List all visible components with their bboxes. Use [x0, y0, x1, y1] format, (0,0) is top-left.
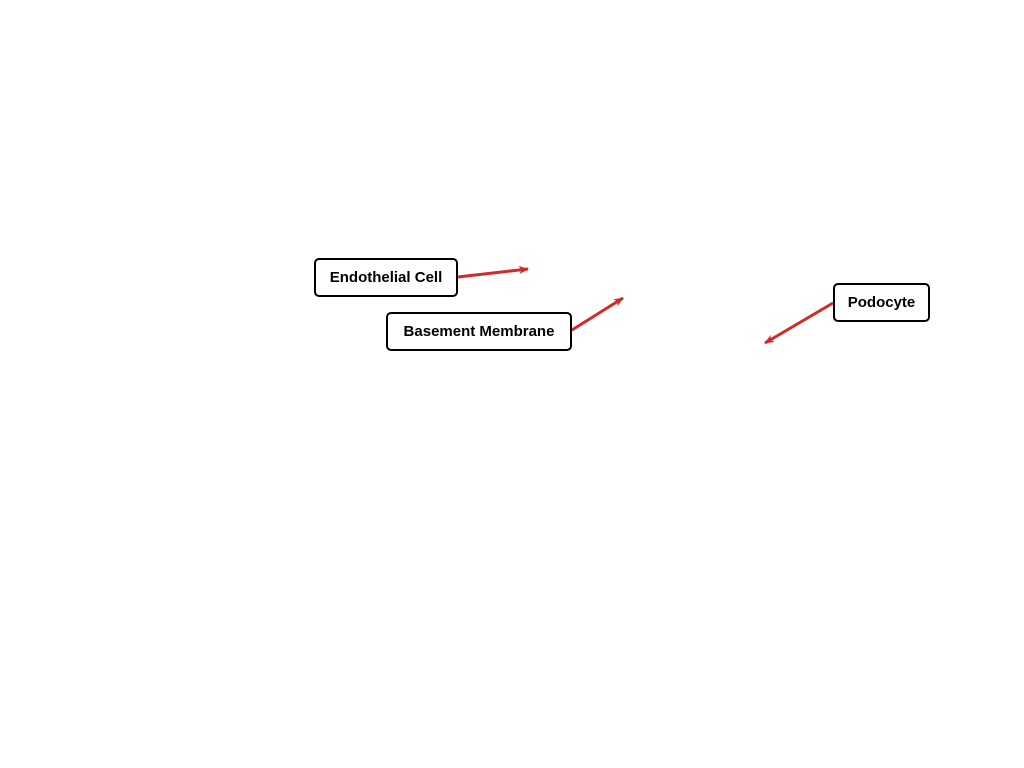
arrow-endothelial-cell — [457, 266, 529, 279]
arrow-podocyte — [764, 301, 834, 345]
label-endothelial-cell: Endothelial Cell — [314, 258, 458, 297]
label-podocyte: Podocyte — [833, 283, 930, 322]
label-basement-membrane: Basement Membrane — [386, 312, 572, 351]
arrow-basement-membrane — [571, 296, 624, 332]
